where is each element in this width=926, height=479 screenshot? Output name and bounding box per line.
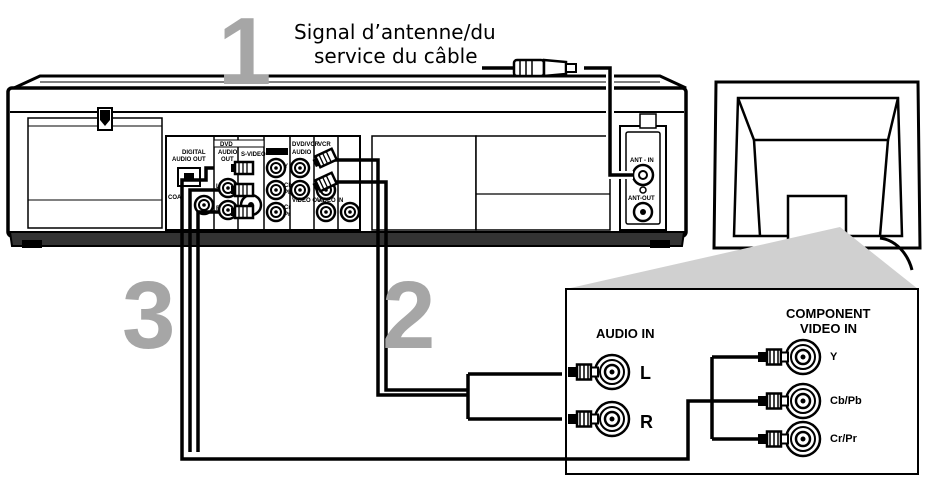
audio-out-l-label: L <box>216 184 220 190</box>
audio-in-r-label: R <box>640 412 653 432</box>
dvd-vcr-label: DVD/VCR <box>292 142 320 148</box>
video-in-cb-label: Cb/Pb <box>830 395 862 407</box>
component-y-label: Y <box>284 164 289 170</box>
ant-in-label: ANT - IN <box>630 158 654 164</box>
component-cr-label-2: Pr <box>284 212 291 218</box>
ant-out-label: ANT-OUT <box>628 196 655 202</box>
signal-label-line2: service du câble <box>314 44 478 68</box>
dvd-label: DVD <box>220 142 233 148</box>
audio-in-label: AUDIO IN <box>596 326 655 341</box>
audio-in-l-label: L <box>640 363 651 383</box>
vcr-label: VCR <box>318 142 331 148</box>
step-number-3: 3 <box>122 262 176 369</box>
video-in-cr-label: Cr/Pr <box>830 433 857 445</box>
antenna-cable <box>482 58 633 179</box>
step-number-2: 2 <box>382 262 436 369</box>
digital-audio-out-label-2: AUDIO OUT <box>172 157 206 163</box>
dvd-vcr-unit <box>6 74 688 248</box>
step-number-1: 1 <box>218 0 272 105</box>
video-out-label: VIDEO OUT <box>292 198 326 204</box>
component-video-in-label-1: COMPONENT <box>786 306 871 321</box>
component-video-in-label-2: VIDEO IN <box>800 321 858 336</box>
s-video-label: S-VIDEO <box>241 152 266 158</box>
component-cr-label-1: Cr <box>284 205 291 211</box>
component-cb-label-2: Pb <box>284 190 292 196</box>
video-in-y-label: Y <box>830 351 838 363</box>
video-in-label: VIDEO IN <box>317 198 344 204</box>
component-video-cable <box>180 160 790 461</box>
signal-label-line1: Signal d’antenne/du <box>294 20 496 44</box>
audio-out-r-label: R <box>216 206 221 212</box>
component-cb-label-1: Cb <box>284 183 292 189</box>
audio-out-label-2: OUT <box>221 157 234 163</box>
audio-out-label-1: AUDIO <box>218 150 238 156</box>
digital-audio-out-label-1: DIGITAL <box>182 150 206 156</box>
tv-jack-panel <box>565 288 919 475</box>
callout-wedge <box>566 227 918 289</box>
dvd-vcr-audio-label: AUDIO <box>292 150 312 156</box>
coax-label: COA <box>168 195 182 201</box>
audio-cable <box>310 147 600 428</box>
